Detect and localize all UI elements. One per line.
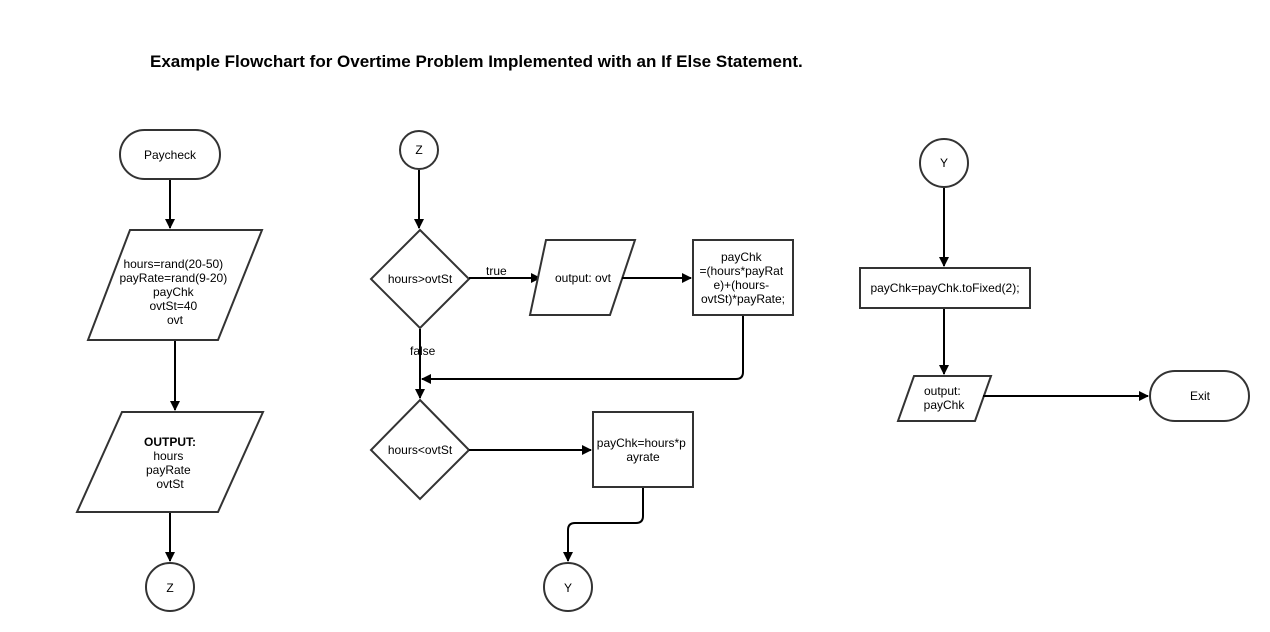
calc-reg-line: ayrate	[626, 450, 660, 464]
connector-z-out-label: Z	[166, 581, 173, 595]
svg-text:payChk=hours*p ayrate: payChk=hours*p ayrate	[597, 436, 689, 464]
node-paycheck: Paycheck	[119, 129, 221, 180]
page-title: Example Flowchart for Overtime Problem I…	[150, 52, 803, 71]
node-output-ovt: output: ovt	[528, 239, 637, 316]
connector-z-out: Z	[145, 562, 195, 612]
connector-y-out-label: Y	[564, 581, 572, 595]
node-calc-ovt: payChk =(hours*payRat e)+(hours- ovtSt)*…	[692, 239, 794, 316]
node-output-paychk: output: payChk	[896, 375, 993, 422]
init-line: payChk	[153, 285, 195, 299]
init-line: ovtSt=40	[149, 299, 197, 313]
output-paychk-line: output:	[924, 384, 961, 398]
calc-reg-line: payChk=hours*p	[597, 436, 686, 450]
edge-label-false: false	[410, 344, 436, 358]
node-exit: Exit	[1149, 370, 1250, 422]
node-tofixed: payChk=payChk.toFixed(2);	[859, 267, 1031, 309]
connector-y-out: Y	[543, 562, 593, 612]
output-1-line: ovtSt	[156, 477, 184, 491]
node-paycheck-label: Paycheck	[144, 148, 197, 162]
init-line: ovt	[167, 313, 184, 327]
connector-z-in-label: Z	[415, 143, 422, 157]
calc-ovt-line: =(hours*payRat	[699, 264, 783, 278]
decision-hours-lt-ovtst: hours<ovtSt	[369, 398, 471, 501]
output-1-line: payRate	[146, 463, 191, 477]
calc-ovt-line: payChk	[721, 250, 763, 264]
calc-ovt-line: ovtSt)*payRate;	[701, 292, 785, 306]
svg-text:payChk =(hours*payRat: payChk =(hours*payRat e)+(hours- ovtSt)*…	[699, 250, 786, 306]
edge-calc-reg-y	[563, 488, 644, 562]
node-init: hours=rand(20-50) payRate=rand(9-20) pay…	[86, 229, 264, 341]
edge-calc-ovt-merge	[421, 316, 744, 384]
decision-hours-gt-ovtst: hours>ovtSt	[369, 228, 471, 330]
calc-ovt-line: e)+(hours-	[713, 278, 769, 292]
output-ovt-label: output: ovt	[555, 271, 612, 285]
init-line: hours=rand(20-50)	[123, 257, 223, 271]
init-line: payRate=rand(9-20)	[119, 271, 227, 285]
output-1-heading: OUTPUT:	[144, 435, 196, 449]
node-output-1: OUTPUT: hours payRate ovtSt	[75, 411, 265, 513]
svg-text:hours payRate ovtS: hours payRate ovtSt	[146, 449, 194, 491]
exit-label: Exit	[1190, 389, 1211, 403]
tofixed-label: payChk=payChk.toFixed(2);	[870, 281, 1019, 295]
svg-text:hours=rand(20-50) payRat: hours=rand(20-50) payRate=rand(9-20) pay…	[119, 257, 230, 327]
node-calc-reg: payChk=hours*p ayrate	[592, 411, 694, 488]
decision-2-label: hours<ovtSt	[388, 443, 453, 457]
svg-text:output: payChk: output: payChk	[924, 384, 966, 412]
connector-z-in: Z	[399, 130, 439, 170]
decision-1-label: hours>ovtSt	[388, 272, 453, 286]
connector-y-in: Y	[919, 138, 969, 188]
connector-y-in-label: Y	[940, 156, 948, 170]
output-1-line: hours	[153, 449, 183, 463]
edge-label-true: true	[486, 264, 507, 278]
output-paychk-line: payChk	[924, 398, 966, 412]
